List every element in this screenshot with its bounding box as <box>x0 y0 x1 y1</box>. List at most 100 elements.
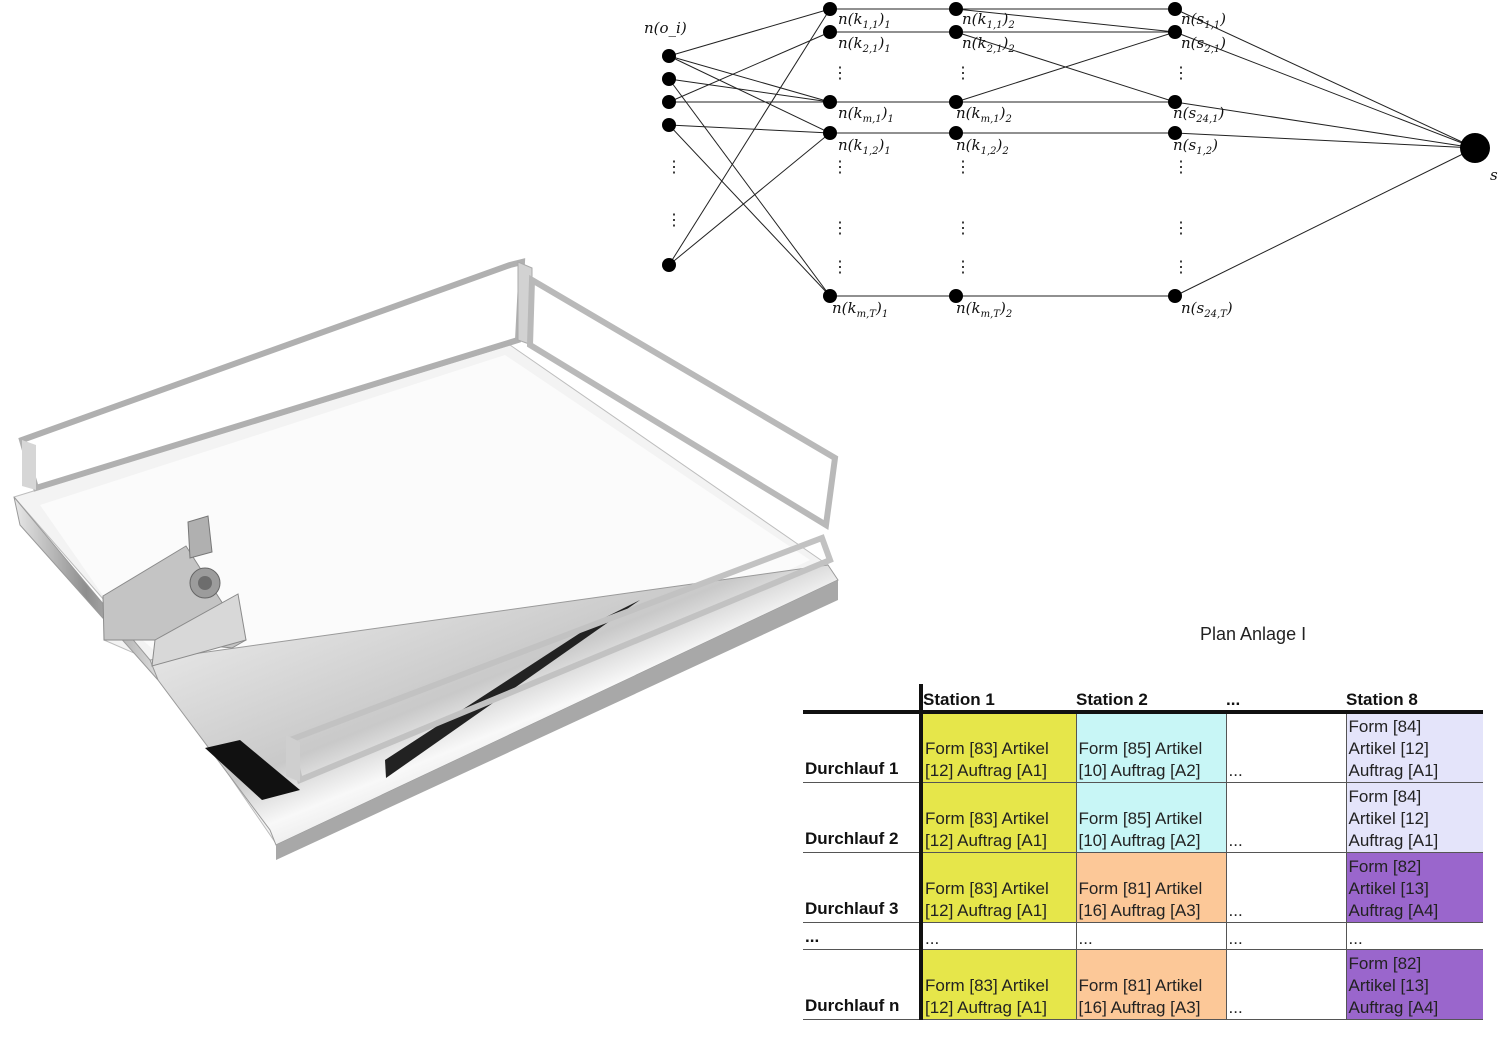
table-cell: ... <box>1226 852 1347 923</box>
chrome-tray-image <box>13 258 839 860</box>
vertical-ellipsis: ⋮ <box>832 257 848 276</box>
edge <box>668 124 831 297</box>
header-ellipsis: ... <box>1226 690 1241 709</box>
node-label: n(s24,T) <box>1181 299 1233 320</box>
edge <box>1174 132 1476 149</box>
table-cell: ... <box>919 922 1077 950</box>
table-cell: Form [83] Artikel [12] Auftrag [A1] <box>919 852 1077 923</box>
plan-header-row: Station 1 Station 2 ... Station 8 <box>803 684 1483 712</box>
table-cell: ... <box>1226 949 1347 1020</box>
edge <box>668 55 831 134</box>
graph-edges <box>668 8 1476 297</box>
node-label: n(km,T)2 <box>956 299 1012 320</box>
table-cell: Form [81] Artikel [16] Auftrag [A3] <box>1076 852 1227 923</box>
vertical-ellipsis: ⋮ <box>955 63 971 82</box>
table-cell: Form [84] Artikel [12] Auftrag [A1] <box>1346 712 1483 783</box>
node-label: n(km,1)2 <box>956 104 1012 125</box>
source-node <box>662 49 676 63</box>
edge <box>1174 147 1476 297</box>
graph-labels: n(k1,1)1 n(k2,1)1 n(km,1)1 n(k1,2)1 n(km,T)1… <box>832 10 1233 320</box>
edge <box>668 132 831 266</box>
node <box>823 2 837 16</box>
edge <box>668 8 831 266</box>
node-label: n(km,T)1 <box>832 299 888 320</box>
node-label: n(k1,1)2 <box>962 10 1015 31</box>
source-node <box>662 95 676 109</box>
edge <box>955 31 1176 103</box>
node <box>949 25 963 39</box>
source-node <box>662 72 676 86</box>
table-cell: ... <box>1226 712 1347 783</box>
source-node-label: n(o_i) <box>644 19 687 37</box>
node <box>1168 289 1182 303</box>
table-row-durchlauf-3: Durchlauf 3 Form [83] Artikel [12] Auftr… <box>803 852 1483 923</box>
vertical-ellipsis: ⋮ <box>1173 218 1189 237</box>
plan-title: Plan Anlage I <box>1200 624 1307 644</box>
edge <box>668 124 831 134</box>
node <box>1168 2 1182 16</box>
node-label: n(km,1)1 <box>838 104 894 125</box>
table-row-ellipsis: ... ... ... ... ... <box>803 922 1483 950</box>
header-station-1: Station 1 <box>919 684 1076 712</box>
node-label: n(s24,1) <box>1173 104 1224 125</box>
table-cell: Form [84] Artikel [12] Auftrag [A1] <box>1346 782 1483 853</box>
edge <box>668 55 831 103</box>
header-station-2: Station 2 <box>1076 690 1148 709</box>
table-row-durchlauf-2: Durchlauf 2 Form [83] Artikel [12] Auftr… <box>803 782 1483 853</box>
node <box>1168 25 1182 39</box>
vertical-ellipsis: ⋮ <box>666 157 682 176</box>
vertical-ellipsis: ⋮ <box>1173 157 1189 176</box>
plan-table: Station 1 Station 2 ... Station 8 Durchl… <box>803 684 1483 1020</box>
edge <box>1174 101 1476 149</box>
table-cell: Form [82] Artikel [13] Auftrag [A4] <box>1346 949 1483 1020</box>
edge <box>668 78 831 103</box>
node <box>823 126 837 140</box>
table-cell: Form [83] Artikel [12] Auftrag [A1] <box>919 949 1077 1020</box>
node <box>1168 126 1182 140</box>
row-label: Durchlauf 2 <box>803 782 921 853</box>
edge <box>668 8 831 57</box>
table-cell: ... <box>1226 782 1347 853</box>
sink-node-label: s <box>1490 166 1498 184</box>
node <box>823 95 837 109</box>
edge <box>1174 31 1476 149</box>
vertical-ellipsis: ⋮ <box>955 157 971 176</box>
edge <box>668 31 831 103</box>
table-row-durchlauf-n: Durchlauf n Form [83] Artikel [12] Auftr… <box>803 949 1483 1020</box>
node <box>823 25 837 39</box>
table-cell: Form [83] Artikel [12] Auftrag [A1] <box>919 782 1077 853</box>
vertical-ellipsis: ⋮ <box>955 257 971 276</box>
node <box>949 95 963 109</box>
vertical-ellipsis: ⋮ <box>832 63 848 82</box>
graph-ellipses: ⋮⋮⋮⋮⋮⋮⋮⋮⋮⋮⋮⋮⋮⋮ <box>666 63 1189 276</box>
vertical-ellipsis: ⋮ <box>832 157 848 176</box>
node-label: n(s2,1) <box>1181 34 1226 55</box>
sink-node <box>1460 133 1490 163</box>
table-cell: ... <box>1226 922 1347 950</box>
node-label: n(k1,2)1 <box>838 136 891 157</box>
node <box>949 126 963 140</box>
edge <box>668 78 831 297</box>
node-label: n(k1,2)2 <box>956 136 1009 157</box>
table-row-durchlauf-1: Durchlauf 1 Form [83] Artikel [12] Auftr… <box>803 712 1483 783</box>
source-node <box>662 118 676 132</box>
row-label: Durchlauf n <box>803 949 921 1020</box>
node-label: n(k2,1)2 <box>962 34 1015 55</box>
node <box>949 289 963 303</box>
row-label: Durchlauf 3 <box>803 852 921 923</box>
vertical-ellipsis: ⋮ <box>1173 257 1189 276</box>
vertical-ellipsis: ⋮ <box>832 218 848 237</box>
vertical-ellipsis: ⋮ <box>1173 63 1189 82</box>
node-label: n(s1,2) <box>1173 136 1218 157</box>
node-label: n(k2,1)1 <box>838 34 891 55</box>
edge <box>1174 8 1476 149</box>
table-cell: Form [83] Artikel [12] Auftrag [A1] <box>919 712 1077 783</box>
node <box>1168 95 1182 109</box>
table-cell: Form [81] Artikel [16] Auftrag [A3] <box>1076 949 1227 1020</box>
network-graph: ⋮⋮⋮⋮⋮⋮⋮⋮⋮⋮⋮⋮⋮⋮ n(k1,1)1n(k2,1)1n(km,1)1n… <box>644 2 1498 320</box>
table-cell: Form [82] Artikel [13] Auftrag [A4] <box>1346 852 1483 923</box>
vertical-ellipsis: ⋮ <box>666 210 682 229</box>
node-label: n(k1,1)1 <box>838 10 891 31</box>
table-cell: ... <box>1346 922 1483 950</box>
node-label: n(s1,1) <box>1181 10 1226 31</box>
